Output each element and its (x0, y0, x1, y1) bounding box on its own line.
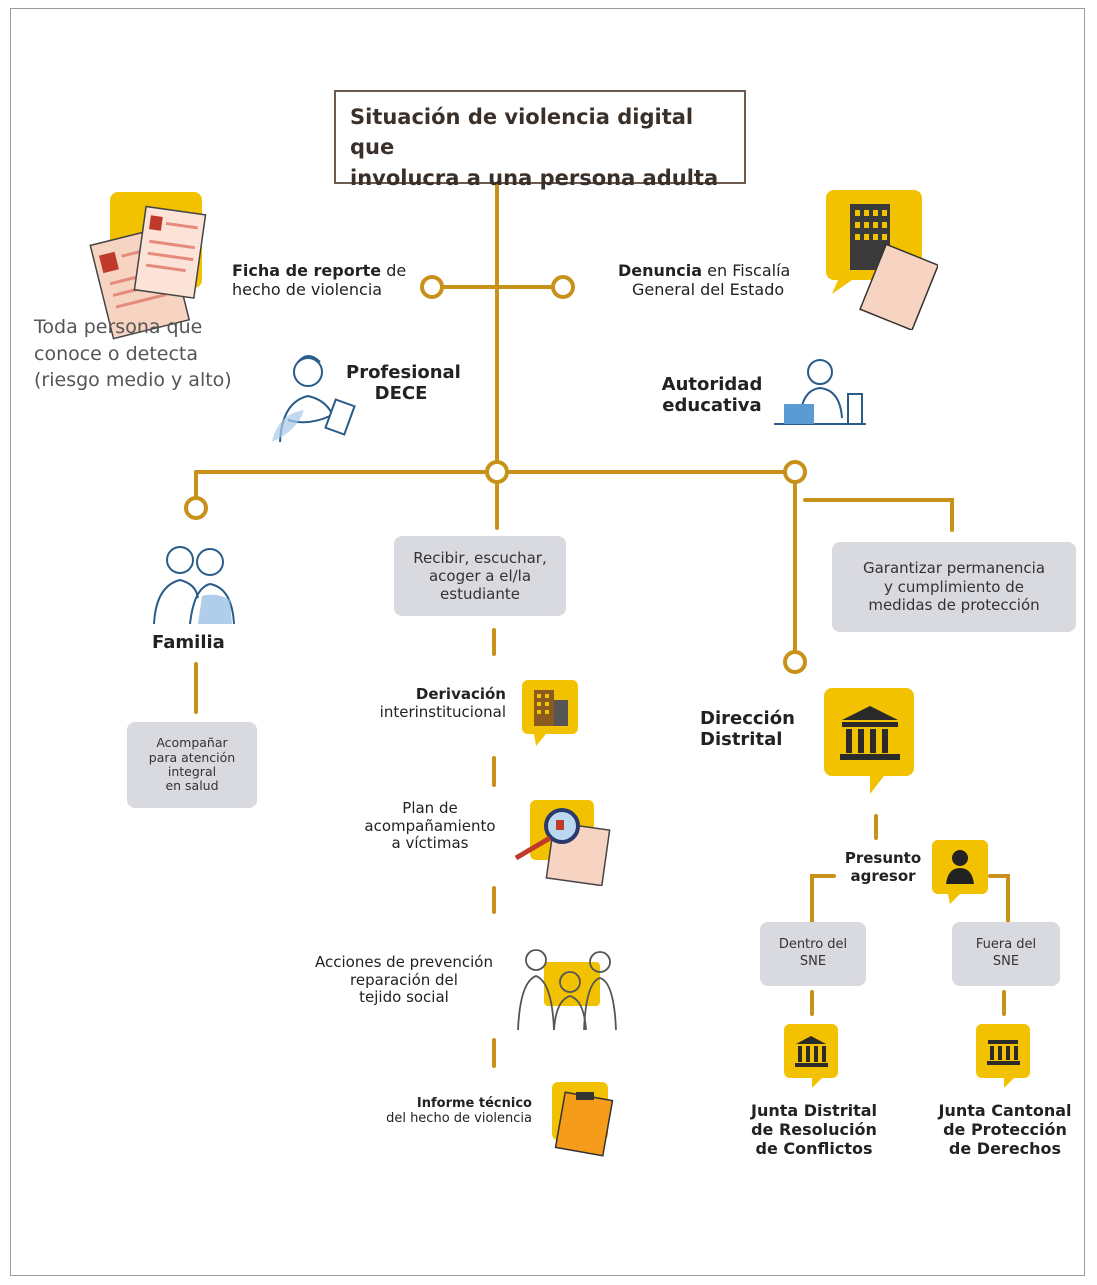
fuera-line1: Fuera del (975, 937, 1037, 953)
acompanar-line2: para atención (148, 749, 236, 765)
acompanar-line4: en salud (165, 778, 219, 794)
toda-persona-label: Toda persona que conoce o detecta (riesg… (34, 314, 232, 394)
family-icon (153, 546, 235, 625)
derivacion-bold: Derivación (415, 685, 506, 703)
toda-persona-line1: Toda persona que (34, 316, 203, 338)
garantizar-line2: y cumplimiento de (884, 577, 1024, 596)
junta-cantonal-label: Junta Cantonal de Protección de Derechos (930, 1101, 1080, 1159)
presunto-line1: Presunto (844, 849, 922, 867)
junta-cantonal-line3: de Derechos (948, 1138, 1062, 1158)
familia-label: Familia (152, 632, 225, 653)
plan-line2: acompañamiento (364, 816, 496, 835)
recibir-line2: acoger a el/la (428, 567, 532, 585)
garantizar-box: Garantizar permanencia y cumplimiento de… (832, 542, 1076, 632)
building-icon (522, 680, 578, 746)
informe-bold: Informe técnico (416, 1096, 532, 1111)
diagram-title: Situación de violencia digital que invol… (334, 90, 746, 190)
autoridad-line2: educativa (662, 395, 762, 417)
building-document-icon (826, 190, 938, 330)
acciones-line3: tejido social (359, 988, 449, 1007)
junta-distrital-line1: Junta Distrital (751, 1101, 877, 1120)
junta-distrital-line2: de Resolución (751, 1119, 877, 1139)
direccion-line2: Distrital (700, 729, 783, 751)
diagram-frame (10, 8, 1085, 1276)
presunto-label: Presunto agresor (836, 849, 930, 885)
recibir-line3: estudiante (440, 585, 520, 603)
presunto-line2: agresor (850, 866, 916, 885)
acciones-line1: Acciones de prevención (315, 953, 493, 971)
junta-distrital-line3: de Conflictos (755, 1138, 873, 1158)
dentro-line1: Dentro del (778, 937, 848, 953)
profesional-line1: Profesional (346, 362, 461, 383)
autoridad-educativa-label: Autoridad educativa (660, 374, 764, 416)
direccion-label: Dirección Distrital (700, 708, 795, 750)
acciones-label: Acciones de prevención reparación del te… (306, 953, 502, 1007)
denuncia-bold: Denuncia (618, 261, 703, 280)
plan-line1: Plan de (402, 799, 458, 817)
junta-distrital-label: Junta Distrital de Resolución de Conflic… (736, 1101, 892, 1159)
title-line-1: Situación de violencia digital que (350, 105, 694, 160)
toda-persona-line3: (riesgo medio y alto) (34, 369, 232, 392)
plan-line3: a víctimas (391, 834, 469, 853)
direccion-line1: Dirección (700, 708, 795, 729)
ficha-rest: de (381, 261, 407, 280)
garantizar-line3: medidas de protección (868, 596, 1040, 615)
acompanar-box: Acompañar para atención integral en salu… (127, 722, 257, 808)
derivacion-line2: interinstitucional (379, 702, 506, 721)
junta-cantonal-icon (976, 1024, 1030, 1088)
plan-label: Plan de acompañamiento a víctimas (362, 799, 498, 853)
people-group-icon (517, 949, 617, 1031)
magnifier-documents-icon (514, 800, 611, 886)
derivacion-label: Derivación interinstitucional (362, 685, 506, 721)
profesional-dece-label: Profesional DECE (346, 362, 461, 405)
acciones-line2: reparación del (350, 970, 458, 989)
profesional-line2: DECE (374, 383, 428, 405)
recibir-box: Recibir, escuchar, acoger a el/la estudi… (394, 536, 566, 616)
government-building-icon (824, 688, 914, 794)
recibir-line1: Recibir, escuchar, (413, 549, 547, 567)
denuncia-line2: General del Estado (632, 279, 785, 299)
informe-line2: del hecho de violencia (386, 1111, 532, 1127)
authority-at-desk-icon (774, 359, 866, 425)
junta-cantonal-line2: de Protección (943, 1119, 1067, 1139)
title-line-2: involucra a una persona adulta (350, 165, 719, 190)
garantizar-line1: Garantizar permanencia (862, 558, 1046, 577)
junta-cantonal-line1: Junta Cantonal (938, 1101, 1072, 1120)
dentro-sne-box: Dentro del SNE (760, 922, 866, 986)
toda-persona-line2: conoce o detecta (34, 342, 199, 365)
professional-person-icon (272, 355, 356, 443)
fuera-line2: SNE (992, 954, 1020, 969)
ficha-line2: hecho de violencia (232, 279, 383, 299)
denuncia-label: Denuncia en Fiscalía General del Estado (618, 261, 791, 300)
person-icon (932, 840, 988, 904)
acompanar-line1: Acompañar (156, 735, 228, 751)
autoridad-line1: Autoridad (661, 374, 763, 395)
dentro-line2: SNE (799, 954, 827, 969)
junta-distrital-icon (784, 1024, 838, 1088)
fuera-sne-box: Fuera del SNE (952, 922, 1060, 986)
clipboard-report-icon (552, 1082, 614, 1157)
informe-label: Informe técnico del hecho de violencia (366, 1096, 532, 1127)
ficha-reporte-label: Ficha de reporte de hecho de violencia (232, 261, 407, 300)
documents-icon (89, 192, 207, 340)
ficha-bold: Ficha de reporte (232, 261, 382, 280)
denuncia-rest: en Fiscalía (702, 261, 791, 280)
acompanar-line3: integral (167, 764, 217, 779)
